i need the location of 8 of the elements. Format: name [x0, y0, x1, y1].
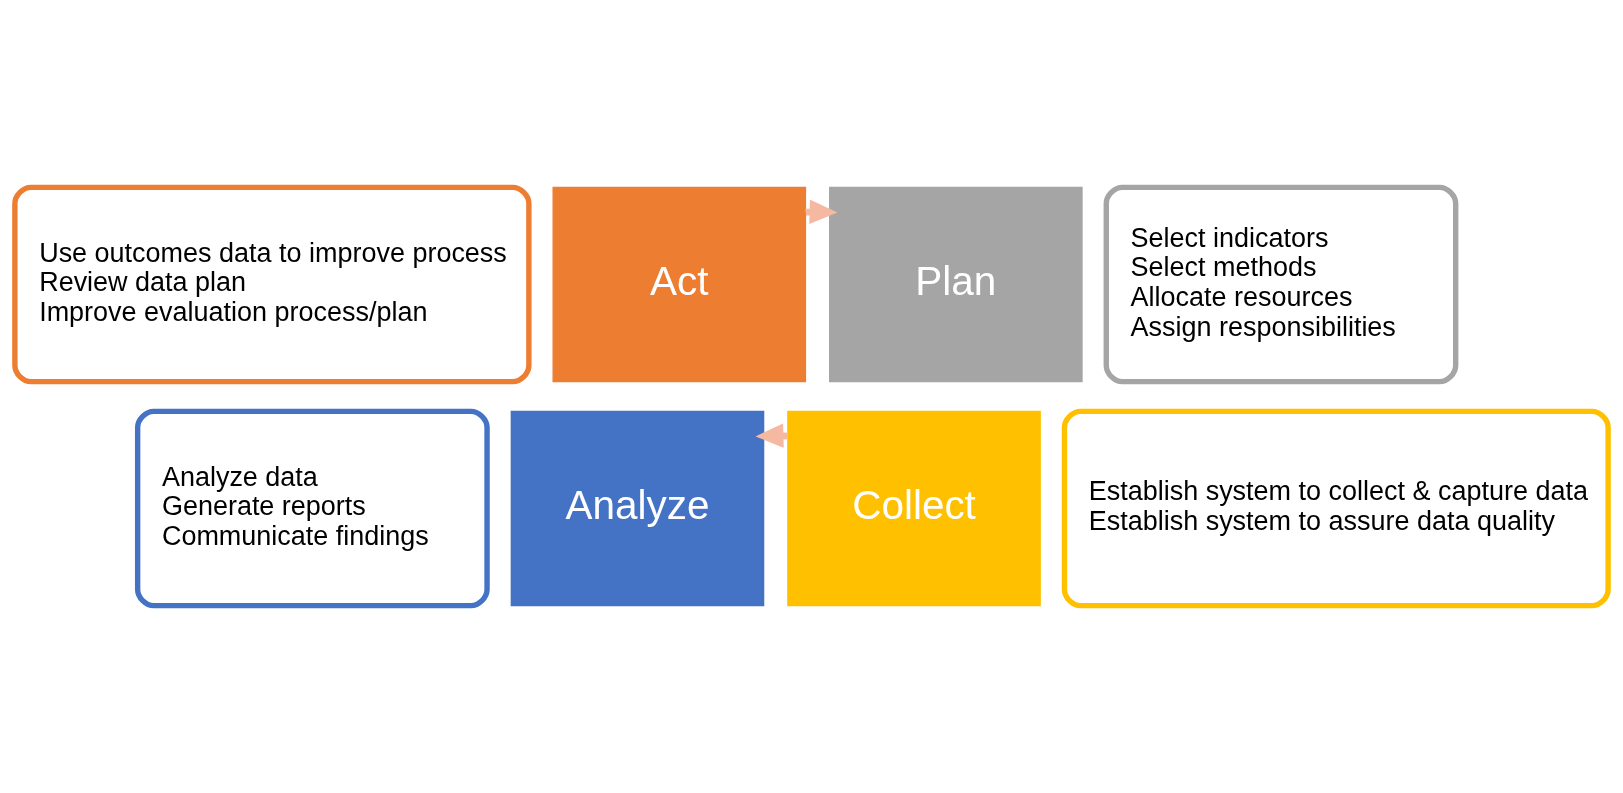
- node-box: Analyze data Generate reports Communicate findings: [134, 408, 490, 609]
- node-box: Use outcomes data to improve process Review data plan Improve evaluation process/plan: [12, 184, 532, 385]
- node-box: Plan: [829, 186, 1083, 383]
- node-box: Analyze: [510, 410, 765, 607]
- node-box: Collect: [787, 410, 1041, 607]
- node-box: Select indicators Select methods Allocate resources Assign responsibilities: [1103, 184, 1459, 385]
- node-box: Establish system to collect & capture data Establish system to assure data quality: [1061, 408, 1611, 609]
- node-box: Act: [552, 186, 807, 383]
